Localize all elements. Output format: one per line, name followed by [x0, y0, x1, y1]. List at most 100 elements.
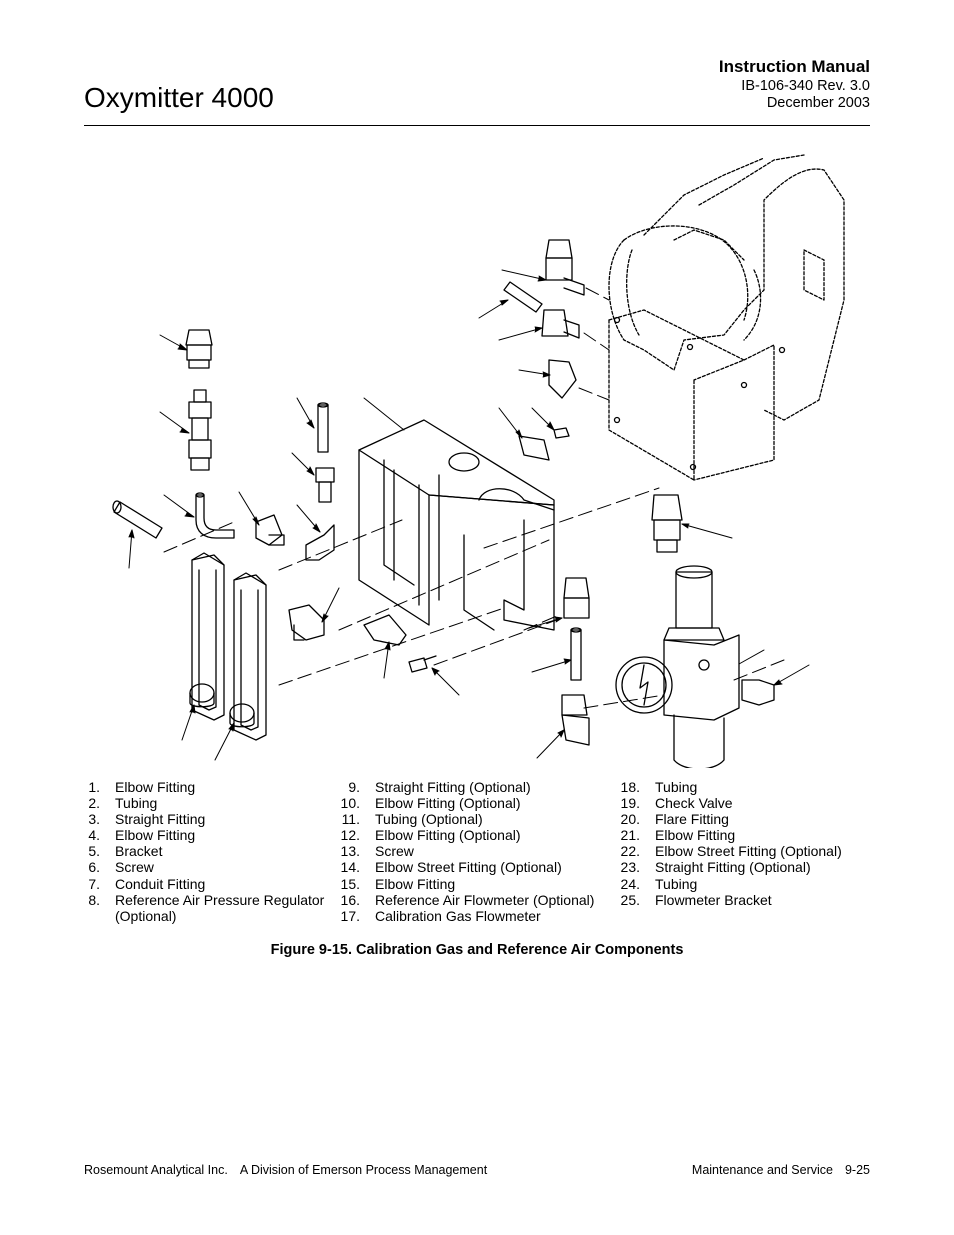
- part-number: 7.: [88, 875, 100, 892]
- part-number: 13.: [340, 843, 360, 860]
- part-label: Screw: [115, 859, 154, 876]
- parts-list-item: 24.Tubing: [600, 876, 890, 892]
- part-number: 5.: [88, 843, 100, 860]
- calibration-gas-flowmeter: [189, 552, 225, 721]
- part-label: Calibration Gas Flowmeter: [375, 907, 541, 924]
- footer-section: Maintenance and Service: [691, 1163, 833, 1177]
- tubing-center: [317, 402, 329, 453]
- footer-division: A Division of Emerson Process Management: [239, 1163, 488, 1177]
- part-label: Flowmeter Bracket: [655, 891, 772, 908]
- part-number: 3.: [88, 811, 100, 828]
- part-label: Elbow Fitting: [375, 875, 456, 892]
- part-label: Straight Fitting (Optional): [655, 859, 811, 876]
- housing-bolt-holes: [613, 316, 786, 471]
- manual-label: Instruction Manual: [718, 57, 870, 76]
- straight-fitting-right: [541, 309, 580, 339]
- part-label: Reference Air Pressure Regulator (Option…: [115, 891, 325, 924]
- reference-air-flowmeter: [229, 572, 267, 741]
- pressure-regulator: [615, 565, 740, 770]
- part-label: Screw: [375, 843, 414, 860]
- part-number: 16.: [340, 891, 360, 908]
- part-label: Check Valve: [655, 795, 733, 812]
- part-label: Elbow Fitting: [655, 827, 736, 844]
- footer-left: Rosemount Analytical Inc. A Division of E…: [84, 1163, 487, 1177]
- part-label: Tubing: [115, 795, 158, 812]
- elbow-street-fitting-left: [288, 604, 325, 641]
- elbow-tubing: [195, 492, 235, 539]
- transmitter-housing: [608, 154, 845, 481]
- parts-list-item: 25. Flowmeter Bracket: [600, 892, 890, 908]
- part-label: Tubing (Optional): [375, 811, 483, 828]
- part-label: Conduit Fitting: [115, 875, 206, 892]
- parts-list-item: 4.Elbow Fitting: [60, 827, 340, 843]
- part-label: Elbow Fitting: [115, 779, 196, 795]
- part-label: Straight Fitting: [115, 811, 206, 828]
- part-number: 14.: [340, 859, 360, 876]
- elbow-fitting-left: [255, 514, 285, 546]
- conduit-fitting: [651, 494, 683, 553]
- part-number: 2.: [88, 795, 100, 812]
- document-title: Oxymitter 4000: [84, 82, 274, 113]
- document-date: December 2003: [766, 95, 870, 111]
- parts-list-item: 17. Calibration Gas Flowmeter: [320, 908, 620, 924]
- part-number: 25.: [620, 891, 640, 908]
- exploded-view-illustration: [84, 140, 870, 770]
- straight-fitting-regulator: [741, 679, 775, 706]
- parts-list-item: 16. Reference Air Flowmeter (Optional): [320, 892, 620, 908]
- part-label: Elbow Street Fitting (Optional): [655, 843, 842, 860]
- parts-list-item: 11. Tubing (Optional): [320, 811, 620, 827]
- part-number: 21.: [620, 827, 640, 844]
- document-number: IB-106-340 Rev. 3.0: [741, 78, 870, 94]
- screw-lower: [408, 655, 437, 673]
- part-number: 19.: [620, 795, 640, 812]
- parts-list-item: 13. Screw: [320, 843, 620, 859]
- tubing-right: [570, 627, 582, 681]
- part-number: 8.: [88, 891, 100, 908]
- tubing-left: [112, 500, 163, 539]
- parts-list-item: 8. Reference Air Pressure Regulator (Opti…: [60, 892, 340, 924]
- part-number: 15.: [340, 875, 360, 892]
- elbow-fitting-top-right: [545, 239, 585, 296]
- footer-right: Maintenance and Service 9-25: [692, 1163, 870, 1177]
- part-label: Elbow Fitting (Optional): [375, 827, 521, 844]
- parts-list-item: 1. Elbow Fitting: [60, 779, 340, 795]
- part-number: 9.: [348, 779, 360, 795]
- part-label: Reference Air Flowmeter (Optional): [375, 891, 595, 908]
- straight-fitting-center: [315, 467, 335, 503]
- elbow-fitting-lower: [363, 614, 407, 646]
- part-number: 17.: [340, 907, 360, 924]
- screw-top: [553, 427, 570, 439]
- callout-leaders: [128, 269, 810, 761]
- bracket-clip: [518, 435, 550, 461]
- parts-list-item: 19. Check Valve: [600, 795, 890, 811]
- elbow-street-fitting-right: [548, 359, 577, 399]
- header-info: Instruction Manual IB-106-340 Rev. 3.0 D…: [719, 56, 870, 112]
- parts-list-item: 18.Tubing: [600, 779, 890, 795]
- part-number: 1.: [88, 779, 100, 795]
- part-number: 23.: [620, 859, 640, 876]
- elbow-fitting-mid-right: [563, 577, 590, 619]
- parts-list-item: 23. Straight Fitting (Optional): [600, 859, 890, 875]
- part-number: 12.: [340, 827, 360, 844]
- parts-list-item: 6.Screw: [60, 859, 340, 875]
- part-label: Bracket: [115, 843, 163, 860]
- part-number: 11.: [341, 811, 360, 828]
- elbow-fitting-center: [305, 524, 335, 561]
- assembly-lines: [163, 287, 785, 709]
- part-label: Flare Fitting: [655, 811, 729, 828]
- header-divider: [84, 125, 870, 126]
- parts-list-item: 12. Elbow Fitting (Optional): [320, 827, 620, 843]
- part-number: 10.: [340, 795, 360, 812]
- parts-list-item: 7. Conduit Fitting: [60, 876, 340, 892]
- parts-list-item: 14. Elbow Street Fitting (Optional): [320, 859, 620, 875]
- parts-list-item: 3. Straight Fitting: [60, 811, 340, 827]
- parts-list-item: 21. Elbow Fitting: [600, 827, 890, 843]
- part-label: Elbow Fitting (Optional): [375, 795, 521, 812]
- part-label: Elbow Street Fitting (Optional): [375, 859, 562, 876]
- parts-list-item: 5. Bracket: [60, 843, 340, 859]
- page-number: 9-25: [844, 1163, 870, 1177]
- parts-list-column-2: 9.Straight Fitting (Optional)10.Elbow Fi…: [320, 779, 620, 924]
- footer-company: Rosemount Analytical Inc.: [84, 1163, 228, 1177]
- part-label: Elbow Fitting: [115, 827, 196, 844]
